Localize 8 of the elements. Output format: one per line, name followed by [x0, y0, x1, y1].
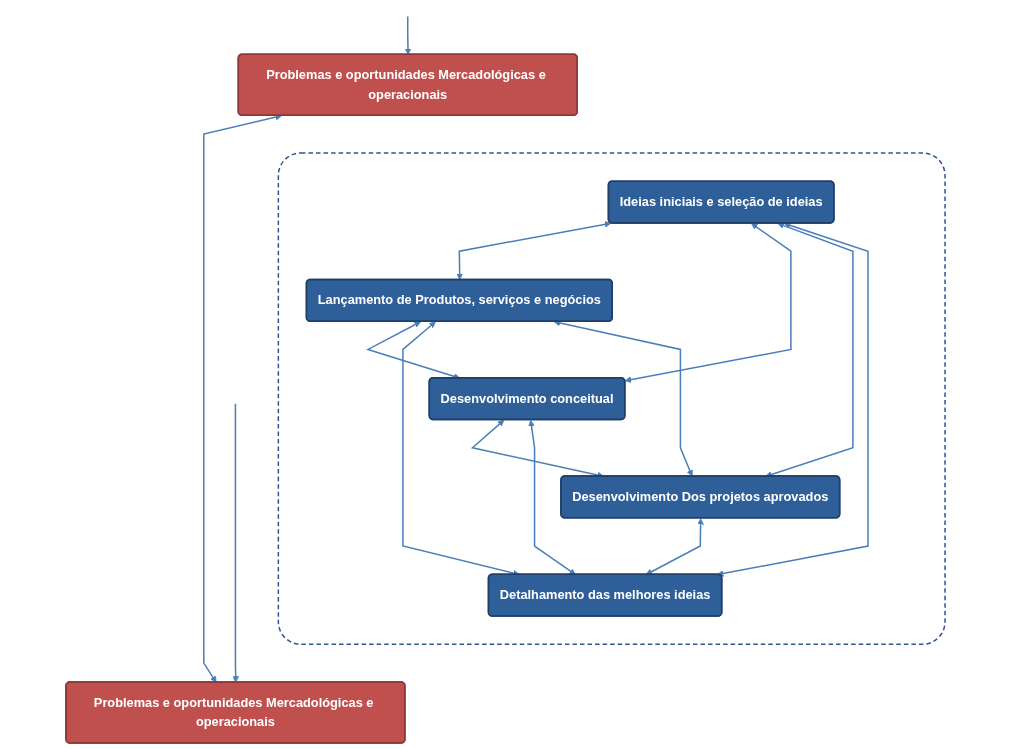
- cluster: [277, 152, 946, 646]
- arrow: [404, 15, 412, 55]
- arrow: [645, 518, 704, 575]
- arrow: [528, 419, 576, 575]
- arrow: [456, 221, 612, 281]
- arrow: [232, 403, 239, 683]
- arrow: [624, 223, 792, 383]
- arrow: [716, 222, 869, 577]
